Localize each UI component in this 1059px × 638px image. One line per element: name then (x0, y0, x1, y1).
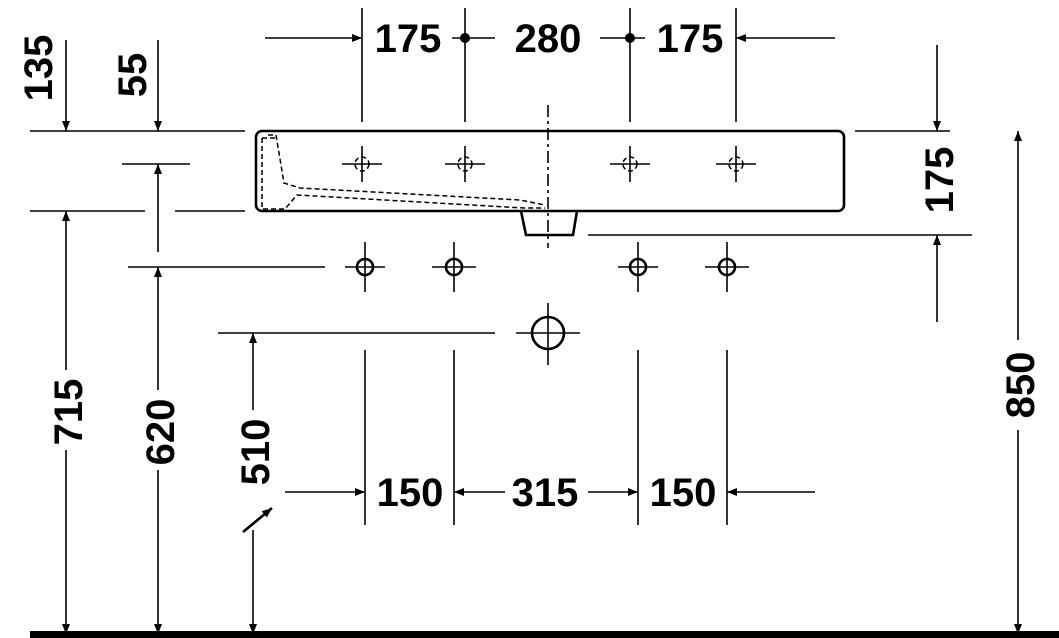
dim-135: 135 (17, 35, 61, 102)
dim-850: 850 (999, 352, 1043, 419)
pointer-arrow (242, 506, 273, 534)
dim-top-right: 175 (657, 17, 724, 61)
dim-top-center: 280 (515, 17, 582, 61)
dim-620: 620 (139, 399, 183, 466)
left-dimensions: 135 55 715 620 510 (17, 35, 278, 634)
dim-510: 510 (234, 419, 278, 486)
top-dimension-chain: 175 280 175 (265, 17, 835, 61)
drain-outlet (516, 303, 580, 365)
tap-markers (342, 146, 756, 182)
bottom-dimension-chain: 150 315 150 (285, 471, 815, 515)
dim-175-depth: 175 (918, 147, 962, 214)
dim-715: 715 (47, 379, 91, 446)
basin (254, 105, 846, 248)
wall-holes (345, 242, 749, 365)
dim-bottom-left: 150 (377, 471, 444, 515)
right-dimensions: 175 850 (918, 45, 1043, 634)
dim-55: 55 (111, 53, 155, 98)
dim-bottom-right: 150 (650, 471, 717, 515)
drain-trap (519, 210, 579, 237)
dim-top-left: 175 (375, 17, 442, 61)
floor-line (30, 631, 1059, 638)
dim-bottom-center: 315 (512, 471, 579, 515)
